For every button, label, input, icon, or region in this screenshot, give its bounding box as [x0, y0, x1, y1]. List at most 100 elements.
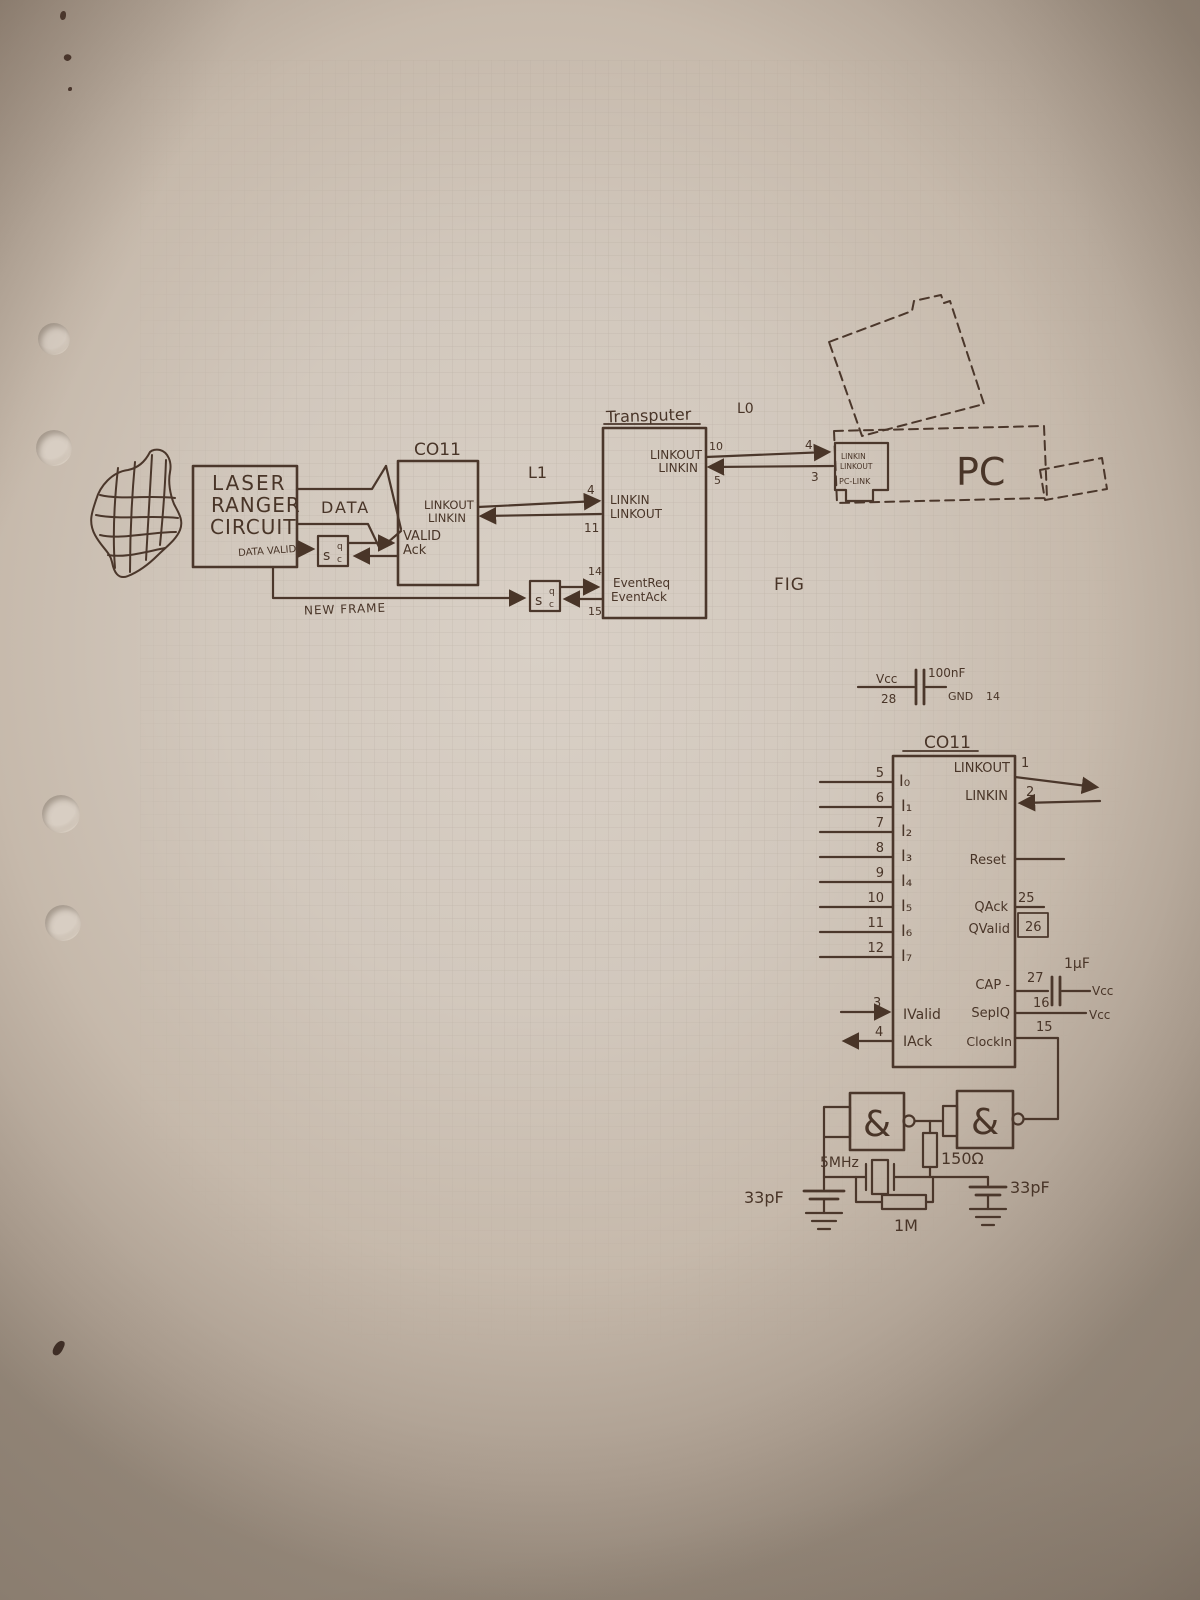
pin-num: 12: [867, 941, 884, 956]
sync-box-2: [528, 579, 562, 613]
pinout-pin16: 16: [1033, 996, 1050, 1011]
punch-hole: [36, 430, 72, 466]
laser-box-line1: LASER: [212, 471, 287, 495]
data-label: DATA: [321, 498, 370, 517]
pin-num: 7: [876, 816, 884, 831]
pinout-linkout-label: LINKOUT: [954, 761, 1010, 776]
pinout-qack-label: QAck: [974, 900, 1008, 915]
co11-top-box: [396, 459, 480, 587]
pc-monitor-outline: [828, 294, 985, 437]
pin-num: 10: [867, 891, 884, 906]
wire-l0-out: [704, 443, 832, 462]
tp-linkout-label: LINKOUT: [650, 448, 703, 462]
pinout-cap-label: CAP -: [975, 978, 1010, 993]
r150-label: 150Ω: [941, 1149, 984, 1168]
tp-pin5: 5: [714, 474, 721, 487]
tp-pin15: 15: [588, 605, 602, 618]
co11-pinout-box: [891, 754, 1017, 1069]
wire-l0-in: [706, 458, 835, 476]
pinout-reset-label: Reset: [970, 853, 1006, 868]
laser-box-line2: RANGER: [211, 493, 301, 517]
ink-speck: [68, 87, 72, 91]
tp-pin11: 11: [584, 521, 599, 535]
c33-left-label: 33pF: [744, 1188, 784, 1207]
pinout-pin15: 15: [1036, 1020, 1053, 1035]
gate2-input-tab: [941, 1104, 959, 1138]
pin-num: 11: [867, 916, 884, 931]
data-valid-label: DATA VALID: [238, 544, 297, 559]
tp-left-linkout-label: LINKOUT: [610, 507, 663, 521]
tp-left-linkin-label: LINKIN: [610, 493, 650, 507]
pin-num: 5: [876, 766, 884, 781]
pinout-pin26: 26: [1025, 920, 1042, 935]
wire-linkin-pin2: [1017, 793, 1102, 812]
pin-num: 6: [876, 791, 884, 806]
r1m-body: [880, 1193, 928, 1211]
decoupling-pin14: 14: [986, 690, 1000, 703]
pin-label-i7: I₇: [901, 946, 912, 965]
gate2-invert-bubble: [1011, 1112, 1025, 1126]
fig-label: FIG: [774, 575, 805, 595]
laser-box-line3: CIRCUIT: [210, 515, 296, 539]
cap-33pf-right: [968, 1175, 1008, 1227]
punch-hole: [45, 905, 81, 941]
ink-speck: [60, 11, 66, 20]
wire-l1-in: [478, 506, 603, 525]
cap-minus-circuit: [1013, 975, 1092, 1007]
pc-label: PC: [956, 450, 1005, 494]
sync2-c: c: [549, 600, 554, 610]
input-pin-wires: [818, 780, 895, 959]
cap-vcc-label: Vcc: [1092, 984, 1113, 998]
pc-link-line1: LINKIN: [841, 452, 866, 461]
tp-pin4: 4: [587, 483, 595, 497]
qvalid-pin-box: [1017, 912, 1049, 938]
pinout-pin27: 27: [1027, 971, 1044, 986]
pc-pin3: 3: [811, 470, 819, 484]
pinout-title: CO11: [924, 733, 971, 753]
punch-hole: [42, 795, 80, 833]
pin-label-i6: I₆: [901, 921, 912, 940]
crystal-plates: [864, 1162, 896, 1192]
pc-pin4: 4: [805, 438, 813, 452]
gate2-and-symbol: &: [971, 1102, 999, 1143]
pinout-iack-label: IAck: [903, 1034, 933, 1050]
pinout-clockin-label: ClockIn: [966, 1034, 1012, 1049]
decoupling-vcc: Vcc: [876, 672, 897, 686]
co11-linkin-label: LINKIN: [428, 511, 466, 525]
wire-l1-out: [476, 492, 602, 511]
pinout-pin1: 1: [1021, 756, 1029, 771]
decoupling-pin28: 28: [881, 692, 896, 706]
decoupling-gnd: GND: [948, 690, 973, 703]
co11-linkout-label: LINKOUT: [424, 498, 475, 512]
pc-keyboard-outline: [1039, 457, 1108, 501]
pinout-pin25: 25: [1018, 891, 1035, 906]
cap-33pf-left: [802, 1175, 846, 1231]
oscillator-circuit: [802, 1089, 1025, 1231]
pinout-pin2: 2: [1026, 785, 1034, 800]
sync-box-1: [316, 534, 350, 568]
crystal-freq-label: 5MHz: [820, 1155, 859, 1171]
pin-num: 9: [876, 866, 884, 881]
transputer-box: [601, 426, 708, 620]
decoupling-value: 100nF: [928, 666, 966, 680]
link-l0-label: L0: [737, 401, 754, 417]
pc-link-line3: PC-LINK: [839, 477, 871, 486]
tp-pin10: 10: [709, 440, 723, 453]
pin-num: 8: [876, 841, 884, 856]
co11-top-title: CO11: [414, 440, 461, 460]
pinout-pin4: 4: [875, 1025, 883, 1040]
r1m-leads: [854, 1175, 935, 1204]
wire-linkout-pin1: [1013, 775, 1100, 795]
punch-hole: [38, 323, 70, 355]
pin-label-i5: I₅: [901, 896, 912, 915]
r1m-label: 1M: [894, 1216, 918, 1235]
co11-valid-label: VALID: [403, 529, 441, 544]
gate1-and-symbol: &: [863, 1104, 891, 1145]
transputer-title: Transputer: [605, 405, 692, 427]
sync1-s: s: [323, 548, 330, 564]
r150-body: [921, 1131, 939, 1169]
pin-label-i0: I₀: [899, 771, 910, 790]
sync2-s: s: [535, 593, 542, 609]
pin-label-i1: I₁: [901, 796, 912, 815]
